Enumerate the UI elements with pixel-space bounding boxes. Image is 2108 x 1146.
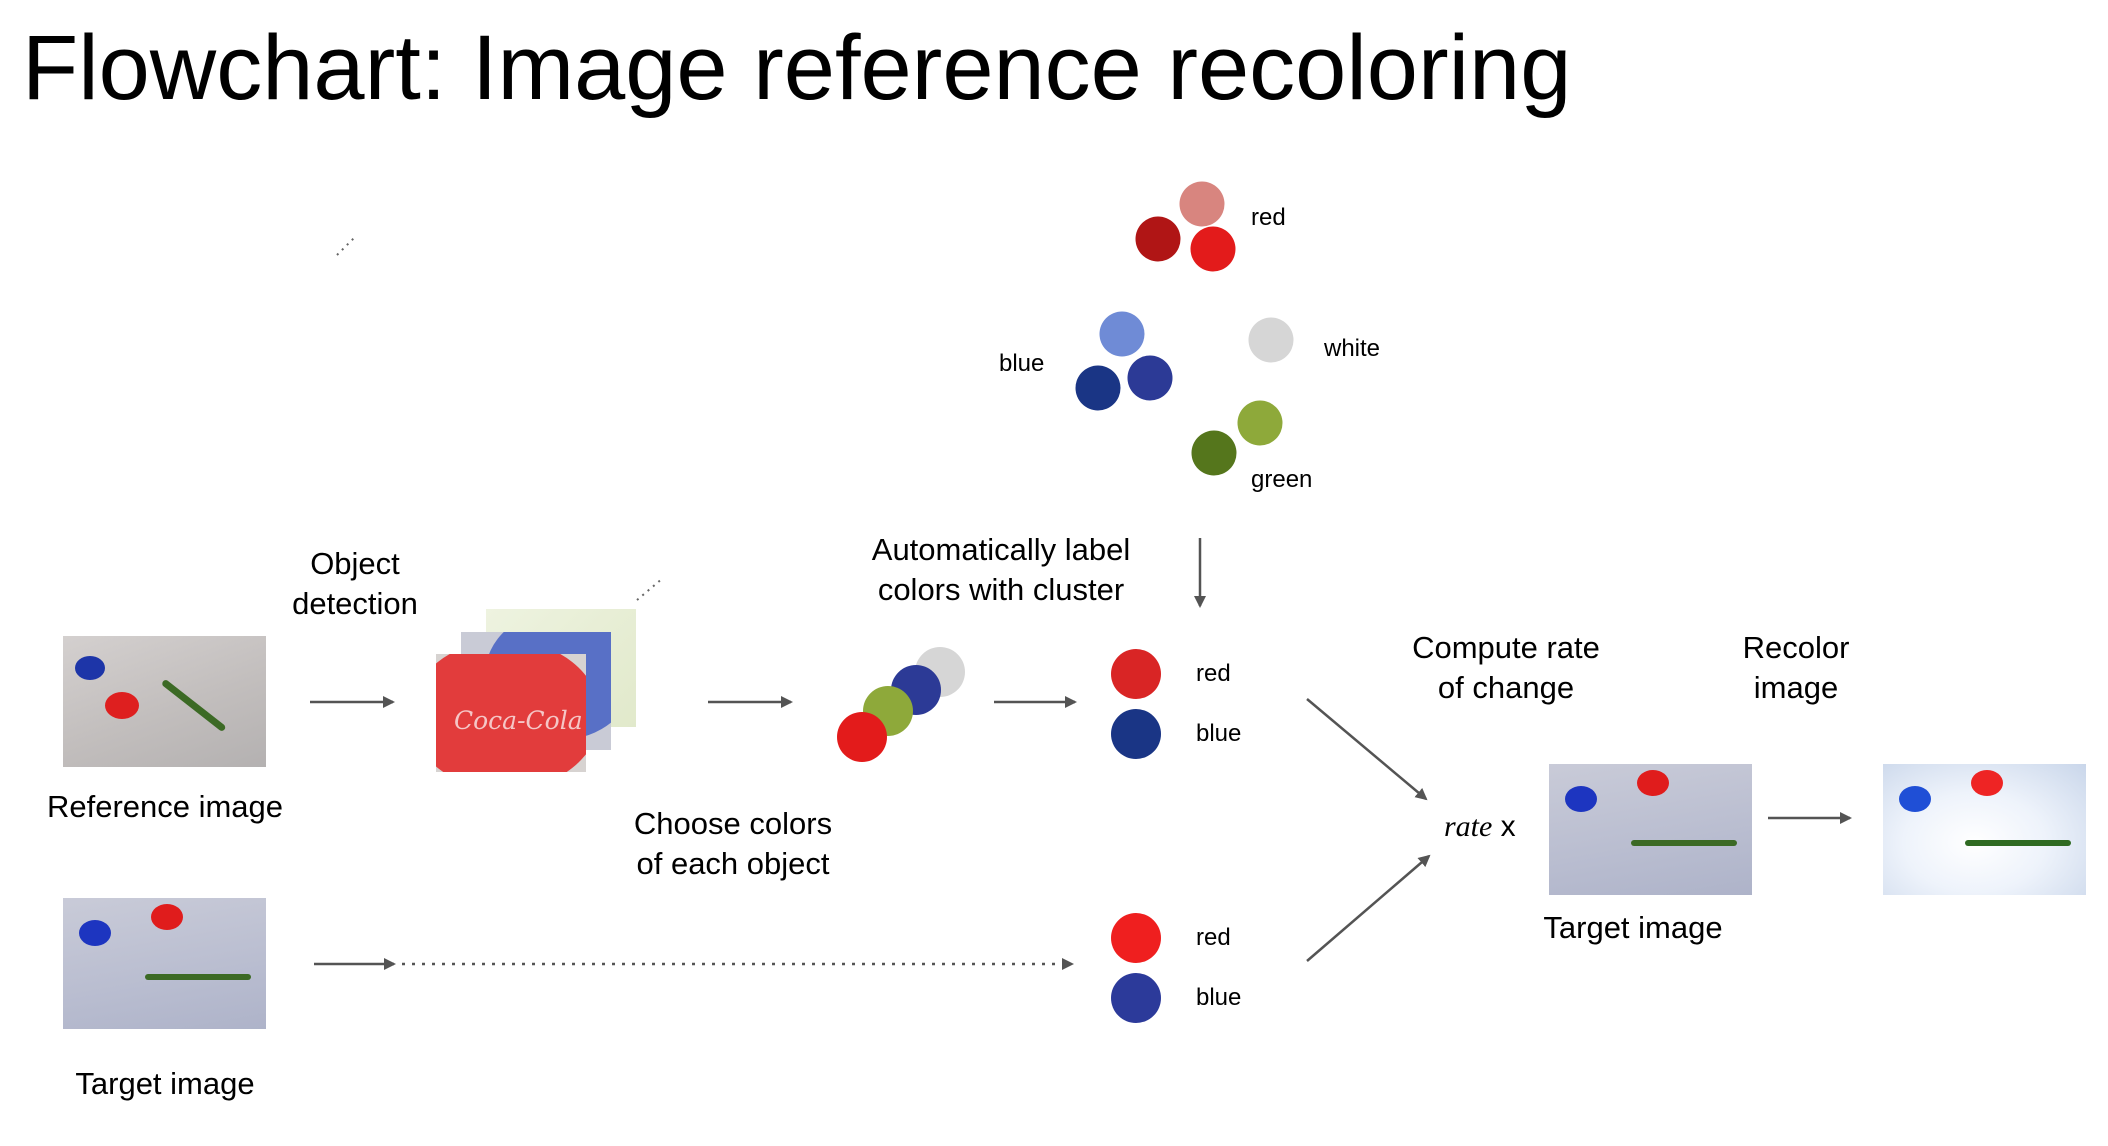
target-left-green-stick <box>145 974 251 980</box>
cluster-label-red: red <box>1251 204 1286 231</box>
arrow-reference-to-rate <box>1306 698 1428 801</box>
label-compute-rate: Compute rate of change <box>1412 630 1600 705</box>
cluster-red-dot <box>1190 226 1236 272</box>
caption-target-image-right: Target image <box>1543 910 1723 945</box>
reference-label-red: red <box>1196 660 1231 687</box>
patch-logo-text: Coca-Cola <box>454 706 583 735</box>
reference-image <box>63 636 266 767</box>
cluster-red-dark-dot <box>1135 216 1181 262</box>
target-left-red-cap <box>151 904 183 930</box>
target-red-dot <box>1111 913 1161 963</box>
label-object-detection: Object detection <box>292 546 418 621</box>
ellipsis-mark-patches <box>636 577 664 601</box>
page-title: Flowchart: Image reference recoloring <box>22 17 1572 119</box>
target-right-red-cap <box>1637 770 1669 796</box>
target-right-green-stick <box>1631 840 1737 846</box>
target-label-red: red <box>1196 924 1231 951</box>
rate-expression: rate x <box>1444 810 1516 844</box>
reference-label-blue: blue <box>1196 720 1242 747</box>
object-red-dot <box>837 712 887 762</box>
cluster-blue-dot <box>1127 355 1173 401</box>
cluster-green-dot <box>1237 400 1283 446</box>
patch-red-object: Coca-Cola <box>436 654 586 772</box>
label-recolor: Recolor image <box>1742 630 1850 705</box>
recolored-blue-cap <box>1899 786 1931 812</box>
recolored-red-cap <box>1971 770 2003 796</box>
target-left-blue-cap <box>79 920 111 946</box>
rate-operator: x <box>1500 810 1516 843</box>
reference-red-cap <box>105 692 139 719</box>
label-auto-label: Automatically label colors with cluster <box>871 532 1131 607</box>
target-image-left <box>63 898 266 1029</box>
reference-green-stick <box>160 678 227 733</box>
cluster-label-green: green <box>1251 466 1313 493</box>
cluster-label-white: white <box>1324 335 1381 362</box>
target-blue-dot <box>1111 973 1161 1023</box>
rate-word: rate <box>1444 810 1493 843</box>
cluster-blue-light-dot <box>1099 311 1145 357</box>
arrow-target-to-rate <box>1306 854 1431 962</box>
cluster-white-dot <box>1248 317 1294 363</box>
reference-red-dot <box>1111 649 1161 699</box>
cluster-label-blue: blue <box>999 350 1045 377</box>
patch-red-cap <box>436 654 586 772</box>
recolored-green-stick <box>1965 840 2071 846</box>
reference-blue-dot <box>1111 709 1161 759</box>
reference-blue-cap <box>75 656 105 680</box>
target-image-right <box>1549 764 1752 895</box>
ellipsis-mark-top <box>336 237 355 256</box>
cluster-green-dark-dot <box>1191 430 1237 476</box>
cluster-blue-dark-dot <box>1075 365 1121 411</box>
caption-reference-image: Reference image <box>46 789 284 824</box>
recolored-image <box>1883 764 2086 895</box>
caption-target-image-left: Target image <box>75 1066 255 1101</box>
cluster-red-light-dot <box>1179 181 1225 227</box>
label-choose-colors: Choose colors of each object <box>633 806 833 881</box>
target-label-blue: blue <box>1196 984 1242 1011</box>
target-right-blue-cap <box>1565 786 1597 812</box>
